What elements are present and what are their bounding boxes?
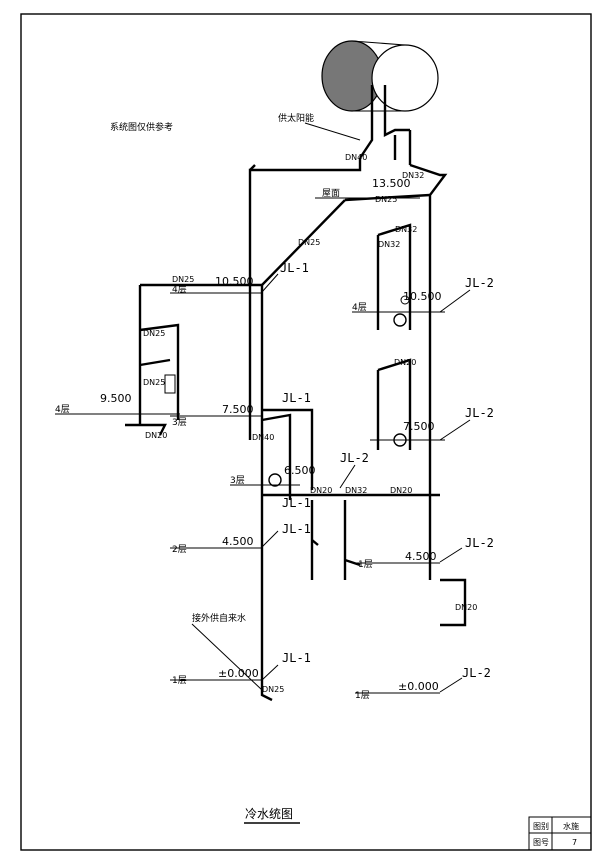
size-dn40-3f: DN40 — [252, 433, 274, 442]
riser-jl2-label-4: JL-2 — [465, 536, 494, 550]
floor-3f-mid: 3层 — [230, 475, 245, 486]
floor-1f-a: 1层 — [172, 675, 187, 686]
size-dn40-roof: DN40 — [345, 153, 367, 162]
riser-jl2-label-3: JL-2 — [340, 451, 369, 465]
floor-3f-a: 3层 — [172, 417, 187, 428]
size-dn20-3f-r: DN20 — [394, 358, 416, 367]
size-dn32-roof: DN32 — [402, 171, 424, 180]
riser-jl1-label-3: JL-1 — [282, 496, 311, 510]
floor-4f-left: 4层 — [55, 404, 70, 415]
riser-jl1-label-4: JL-1 — [282, 522, 311, 536]
fixture-group-4f-right — [376, 223, 412, 330]
floor-4f-right: 4层 — [352, 302, 367, 313]
system-note: 系统图仅供参考 — [110, 121, 173, 133]
level-7500b: 7.500 — [403, 420, 435, 433]
level-7500: 7.500 — [222, 403, 254, 416]
size-dn25-roof: DN25 — [298, 238, 320, 247]
level-9500: 9.500 — [100, 392, 132, 405]
riser-jl1-label-5: JL-1 — [282, 651, 311, 665]
size-dn25-1f: DN25 — [262, 685, 284, 694]
drawing-title: 冷水统图 — [245, 807, 293, 821]
title-block: 图别 水施 图号 7 — [528, 816, 592, 851]
roof-piping — [248, 85, 448, 580]
size-dn20-3f-b: DN20 — [390, 486, 412, 495]
fixture-group-3f-mid — [261, 413, 292, 500]
riser-jl1-label-1: JL-1 — [280, 261, 309, 275]
title-block-number-label: 图号 — [533, 838, 549, 847]
drawing-border — [20, 13, 592, 851]
size-dn32-3f: DN32 — [345, 486, 367, 495]
solar-label: 供太阳能 — [278, 112, 314, 124]
size-dn20-3f: DN20 — [310, 486, 332, 495]
level-10500b: 10.500 — [403, 290, 442, 303]
riser-jl2-label-5: JL-2 — [462, 666, 491, 680]
level-10500a: 10.500 — [215, 275, 254, 288]
solar-heater-icon — [321, 40, 439, 112]
level-4500a: 4.500 — [222, 535, 254, 548]
riser-jl2-label-2: JL-2 — [465, 406, 494, 420]
size-dn25-left-b: DN25 — [143, 378, 165, 387]
level-6500: 6.500 — [284, 464, 316, 477]
title-block-category-value: 水施 — [563, 821, 579, 831]
size-dn20-left: DN20 — [145, 431, 167, 440]
riser-jl2-label-1: JL-2 — [465, 276, 494, 290]
level-4500b: 4.500 — [405, 550, 437, 563]
title-block-number-value: 7 — [572, 838, 577, 847]
floor-1f-c: 1层 — [355, 690, 370, 701]
size-dn20-jl2: DN20 — [455, 603, 477, 612]
size-dn25-roof-b: DN25 — [375, 195, 397, 204]
title-block-category-label: 图别 — [533, 822, 549, 831]
floor-4f-a: 4层 — [172, 284, 187, 295]
level-0b: ±0.000 — [398, 680, 439, 693]
level-0a: ±0.000 — [218, 667, 259, 680]
supply-note: 接外供自来水 — [192, 612, 246, 624]
size-dn25-left: DN25 — [143, 329, 165, 338]
riser-jl1 — [138, 283, 440, 702]
fixture-group-3f-right — [376, 358, 412, 450]
roof-label: 屋面 — [322, 188, 340, 199]
fixture-group-1f — [311, 539, 361, 567]
riser-jl1-label-2: JL-1 — [282, 391, 311, 405]
level-13500: 13.500 — [372, 177, 411, 190]
size-dn32-4f-r2: DN32 — [395, 225, 417, 234]
floor-1f-b: 1层 — [358, 559, 373, 570]
fixture-group-left — [125, 323, 180, 436]
level-marks — [170, 273, 463, 694]
floor-2f: 2层 — [172, 544, 187, 555]
size-dn25-4f: DN25 — [172, 275, 194, 284]
riser-jl2 — [343, 500, 467, 627]
size-dn32-4f-r: DN32 — [378, 240, 400, 249]
